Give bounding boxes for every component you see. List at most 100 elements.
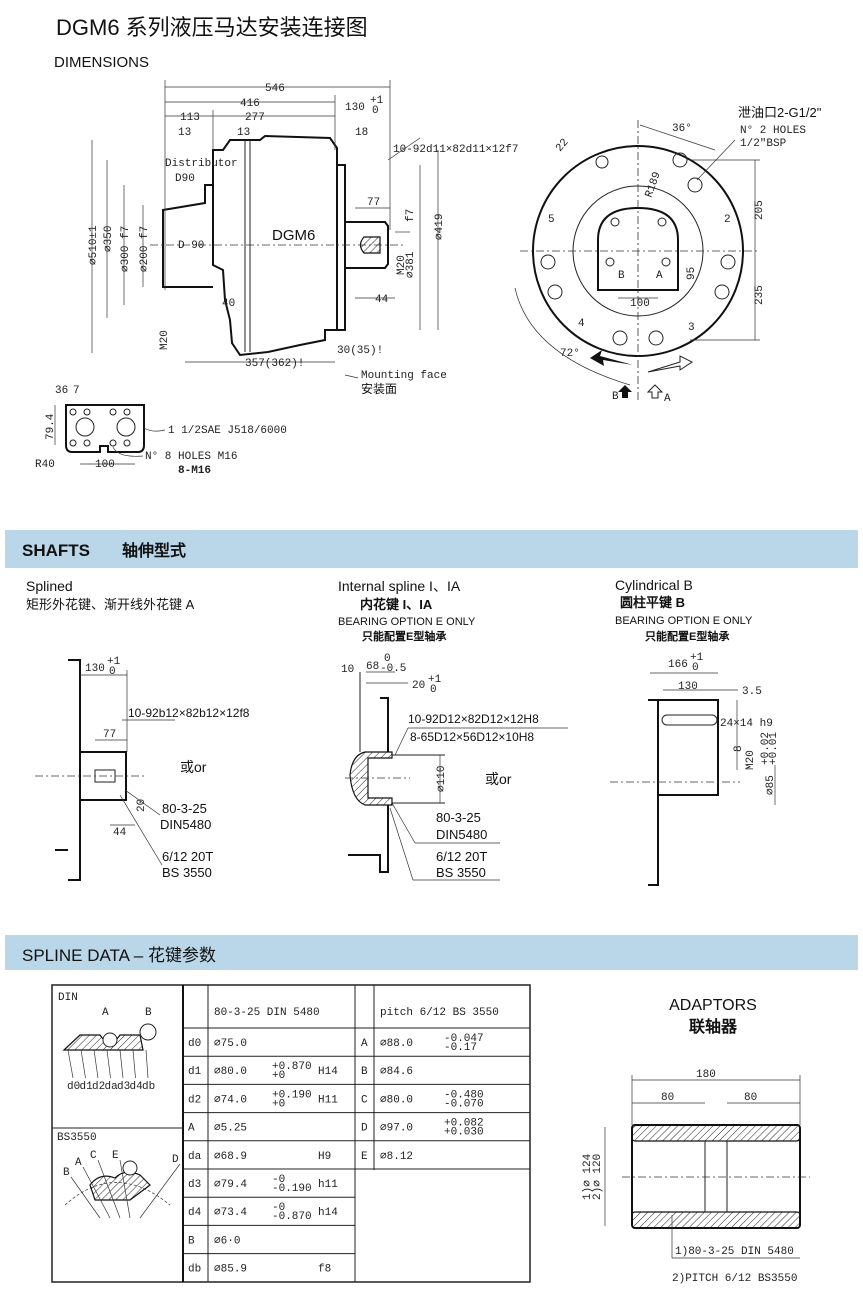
dim-416: 416 <box>240 98 260 110</box>
port-dim-79: 79.4 <box>45 413 57 440</box>
din-fit: H14 <box>318 1066 338 1078</box>
din-param: d3 <box>188 1179 201 1191</box>
din-value: ⌀79.4 <box>214 1179 247 1191</box>
din-value: ⌀6·0 <box>214 1235 240 1247</box>
din-value: ⌀73.4 <box>214 1207 247 1219</box>
splined-dim-77: 77 <box>103 729 116 741</box>
din-param: da <box>188 1151 202 1163</box>
din-ref-label: d3 <box>117 1081 130 1093</box>
din-param: B <box>188 1235 195 1247</box>
splined-title: Splined <box>26 578 73 594</box>
bs-table-row: C⌀80.0-0.480-0.070 <box>355 1089 530 1114</box>
adaptors-drawing: ADAPTORS 联轴器 180 80 80 1)⌀ 124 2)⌀ 120 1… <box>582 997 810 1285</box>
dim-f7: f7 <box>405 209 417 222</box>
dimensions-heading: DIMENSIONS <box>54 54 149 71</box>
adaptor-dim-180: 180 <box>696 1069 716 1081</box>
angle-72: 72° <box>560 348 580 360</box>
dim-205: 205 <box>754 200 766 220</box>
internal-dim-20-lo: 0 <box>430 684 437 696</box>
leader-line <box>119 1159 131 1219</box>
dim-77: 77 <box>367 197 380 209</box>
port-a-label: A <box>656 270 663 282</box>
shaft-spline-spec: 10-92d11×82d11×12f7 <box>393 144 518 156</box>
port-number-2: 2 <box>724 214 731 226</box>
cylindrical-dim-8: 8 <box>733 745 745 752</box>
bs-table-row: A⌀88.0-0.047-0.17 <box>355 1033 530 1057</box>
internal-dim-68-hi: 0 <box>384 653 391 665</box>
internal-dim-20-hi: +1 <box>428 674 442 686</box>
shafts-section-bar <box>5 530 858 568</box>
din-value: ⌀75.0 <box>214 1038 247 1050</box>
din-tol-lo: +0 <box>272 1098 285 1110</box>
leader-line <box>139 1163 181 1219</box>
dim-22: 22 <box>554 137 572 155</box>
cylindrical-title-cn: 圆柱平键 B <box>620 595 685 610</box>
splined-dim-130: 130 <box>85 663 105 675</box>
leader-line <box>80 1049 86 1079</box>
din-ref-label: db <box>142 1081 155 1093</box>
bs-value: ⌀80.0 <box>380 1094 413 1106</box>
bs-sketch-label: BS3550 <box>57 1132 97 1144</box>
din-value: ⌀80.0 <box>214 1066 247 1078</box>
bs-tol-lo: -0.17 <box>444 1042 477 1054</box>
din-param: d1 <box>188 1066 202 1078</box>
adaptor-dim-80-right: 80 <box>744 1092 757 1104</box>
cylindrical-tol2-hi: +0.02 <box>760 732 772 765</box>
internal-title-cn: 内花键 I、IA <box>360 597 433 612</box>
splined-spec: 10-92b12×82b12×12f8 <box>128 706 250 720</box>
bs-ref-label: B <box>63 1167 70 1179</box>
din-value: ⌀85.9 <box>214 1264 247 1276</box>
bs-ref-label: C <box>90 1150 97 1162</box>
din-value: ⌀74.0 <box>214 1094 247 1106</box>
din-sketch-label: DIN <box>58 992 78 1004</box>
bs-param: D <box>361 1123 368 1135</box>
splined-tol-hi: +1 <box>107 656 121 668</box>
leader-line <box>67 1049 74 1079</box>
spline-data-title: SPLINE DATA – 花键参数 <box>22 946 216 965</box>
internal-dia-110: ⌀110 <box>436 766 448 792</box>
din-param: db <box>188 1264 201 1276</box>
dim-44: 44 <box>375 294 389 306</box>
dim-30: 30(35)! <box>337 345 383 357</box>
radius-189: R189 <box>643 170 663 199</box>
dim-130-tol-lo: 0 <box>372 105 379 117</box>
dim-130: 130 <box>345 102 365 114</box>
din-value: ⌀68.9 <box>214 1151 247 1163</box>
din-fit: h14 <box>318 1207 338 1219</box>
din-ref-label: d1 <box>80 1081 94 1093</box>
adaptor-note-1: 1)80-3-25 DIN 5480 <box>675 1246 794 1258</box>
din-tol-hi: -0 <box>272 1202 285 1214</box>
dim-dia-419: ⌀419 <box>434 214 446 240</box>
spline-data-section-bar <box>5 935 858 970</box>
cylindrical-title: Cylindrical B <box>615 577 693 593</box>
shaft-cylindrical: Cylindrical B 圆柱平键 B BEARING OPTION E ON… <box>610 577 780 886</box>
internal-dim-20: 20 <box>412 680 425 692</box>
splined-title-cn: 矩形外花键、渐开线外花键 A <box>26 597 195 612</box>
internal-din-2: DIN5480 <box>436 827 487 842</box>
din-ref-label: d0 <box>67 1081 80 1093</box>
leader-line <box>82 1166 111 1219</box>
port-dim-7: 7 <box>73 385 80 397</box>
din-param: d2 <box>188 1094 201 1106</box>
bs-tol-lo: -0.070 <box>444 1098 484 1110</box>
port-sae-spec: 1 1/2SAE J518/6000 <box>168 425 287 437</box>
cylindrical-bearing-cn: 只能配置E型轴承 <box>645 629 730 643</box>
port-number-3: 3 <box>688 322 695 334</box>
dim-dia-350: ⌀350 <box>103 226 115 252</box>
internal-or: 或or <box>485 771 512 787</box>
splined-bs-2: BS 3550 <box>162 865 212 880</box>
dim-130-tol-hi: +1 <box>370 95 384 107</box>
din-param: d4 <box>188 1207 202 1219</box>
cylindrical-dim-166: 166 <box>668 659 688 671</box>
din-ref-label: d4 <box>130 1081 144 1093</box>
port-holes: N° 8 HOLES M16 <box>145 451 237 463</box>
port-dim-100: 100 <box>95 459 115 471</box>
rotation-b: B <box>612 391 619 403</box>
distributor-inner-d90: D 90 <box>178 240 204 252</box>
internal-dim-68: 68 <box>366 661 379 673</box>
